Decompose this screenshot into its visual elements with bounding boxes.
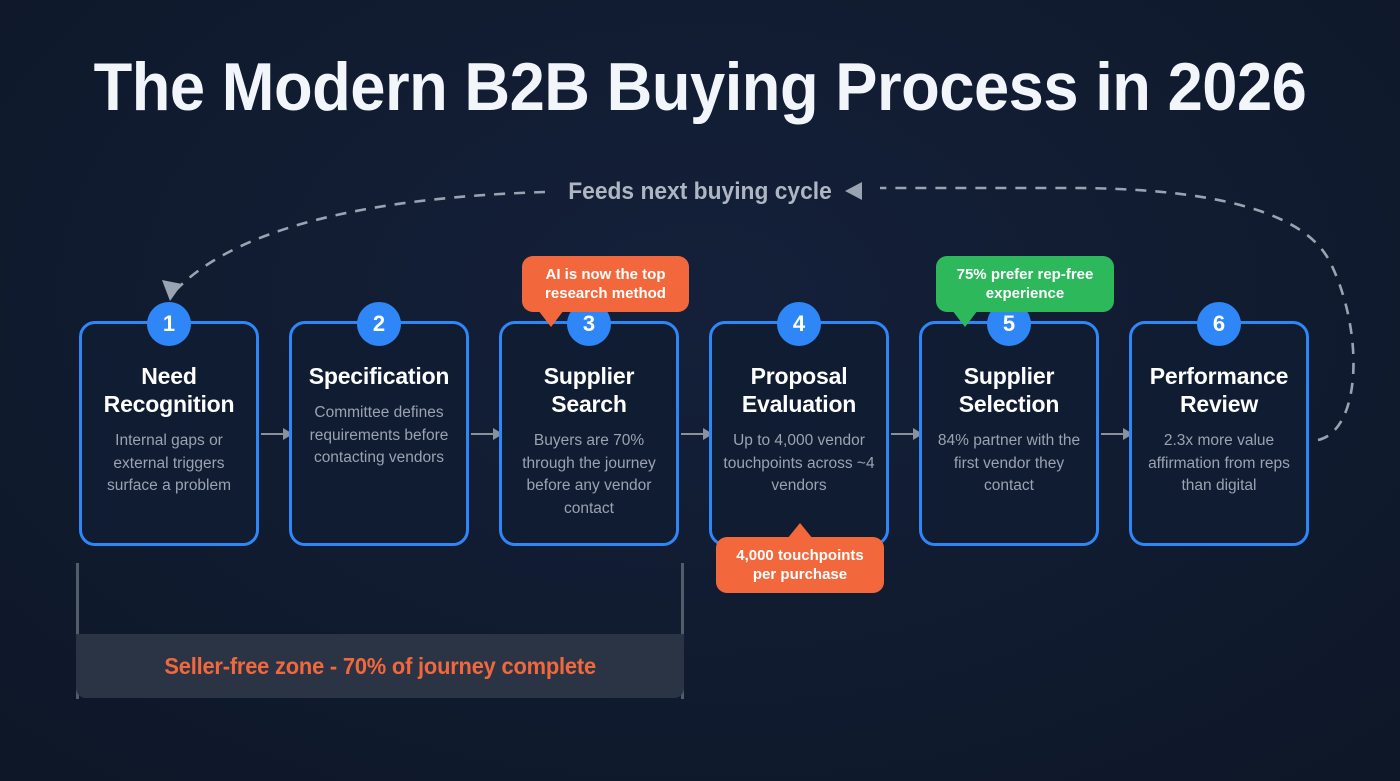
connector-arrow-3-4 [681, 427, 715, 441]
step-description-5: 84% partner with the first vendor they c… [937, 432, 1081, 494]
arrow-shaft [891, 433, 915, 435]
arrow-head-icon [283, 428, 293, 440]
step-title-4: Proposal Evaluation [741, 363, 857, 417]
step-number-badge-2: 2 [357, 302, 401, 346]
callout-text: 4,000 touchpoints per purchase [736, 547, 864, 583]
step-description-2: Committee defines requirements before co… [309, 404, 449, 466]
step-title-3: Supplier Search [543, 363, 635, 417]
step-number-badge-6: 6 [1197, 302, 1241, 346]
callout-touchpoints-per-purchase[interactable]: 4,000 touchpoints per purchase [716, 523, 884, 593]
callout-tail [538, 310, 564, 327]
step-number-badge-1: 1 [147, 302, 191, 346]
seller-free-zone-label: Seller-free zone - 70% of journey comple… [164, 652, 596, 679]
step-card-1[interactable]: 1 Need Recognition Internal gaps or exte… [79, 302, 259, 546]
callout-text: 75% prefer rep-free experience [956, 266, 1094, 302]
step-number-badge-4: 4 [777, 302, 821, 346]
step-card-3[interactable]: 3 Supplier Search Buyers are 70% through… [499, 302, 679, 546]
arrow-shaft [261, 433, 285, 435]
arrow-head-icon [1123, 428, 1133, 440]
callout-rep-free-experience[interactable]: 75% prefer rep-free experience [936, 256, 1114, 327]
callout-ai-research-method[interactable]: AI is now the top research method [522, 256, 689, 327]
step-card-5[interactable]: 5 Supplier Selection 84% partner with th… [919, 302, 1099, 546]
callout-text: AI is now the top research method [545, 266, 666, 302]
arrow-shaft [1101, 433, 1125, 435]
connector-arrow-5-6 [1101, 427, 1135, 441]
seller-free-zone-bracket [76, 563, 684, 699]
callout-tail [952, 310, 978, 327]
connector-arrow-1-2 [261, 427, 295, 441]
page-title: The Modern B2B Buying Process in 2026 [93, 49, 1307, 125]
arrow-shaft [471, 433, 495, 435]
callout-tail [787, 523, 813, 539]
step-description-6: 2.3x more value affirmation from reps th… [1148, 432, 1290, 494]
step-description-3: Buyers are 70% through the journey befor… [522, 432, 656, 517]
step-description-1: Internal gaps or external triggers surfa… [106, 432, 232, 494]
step-title-6: Performance Review [1149, 363, 1289, 417]
connector-arrow-2-3 [471, 427, 505, 441]
arrow-head-icon [913, 428, 923, 440]
seller-free-zone-panel: Seller-free zone - 70% of journey comple… [76, 634, 684, 698]
step-title-2: Specification [308, 363, 450, 389]
step-card-4[interactable]: 4 Proposal Evaluation Up to 4,000 vendor… [709, 302, 889, 546]
arrow-head-icon [493, 428, 503, 440]
step-description-4: Up to 4,000 vendor touchpoints across ~4… [723, 432, 875, 494]
step-title-1: Need Recognition [103, 363, 235, 417]
connector-arrow-4-5 [891, 427, 925, 441]
step-card-6[interactable]: 6 Performance Review 2.3x more value aff… [1129, 302, 1309, 546]
arrow-shaft [681, 433, 705, 435]
step-title-5: Supplier Selection [958, 363, 1060, 417]
loop-arrowhead-down [162, 280, 182, 301]
arrow-head-icon [703, 428, 713, 440]
feedback-loop-label: Feeds next buying cycle [568, 178, 832, 205]
step-card-2[interactable]: 2 Specification Committee defines requir… [289, 302, 469, 546]
